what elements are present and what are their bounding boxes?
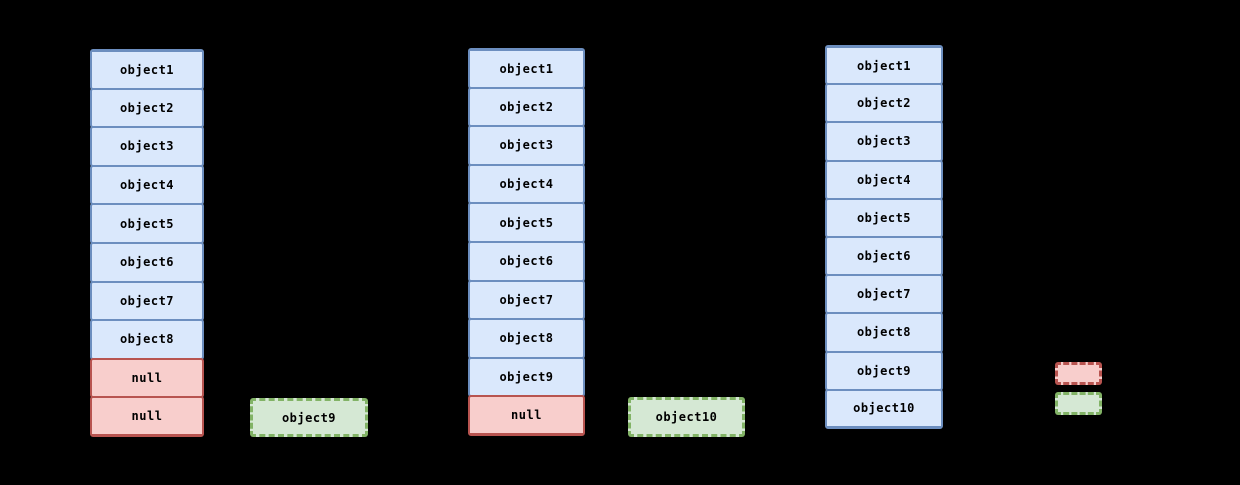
array-cell: object9: [825, 350, 943, 391]
array-cell: object7: [825, 274, 943, 315]
array-cell: object7: [90, 280, 204, 322]
array-cell: object1: [468, 48, 585, 89]
incoming-object-box: object9: [250, 398, 368, 437]
incoming-object-box: object10: [628, 397, 745, 437]
array-cell: object2: [90, 87, 204, 129]
array-cell: object10: [825, 388, 943, 429]
array-cell: object7: [468, 279, 585, 321]
array-cell: null: [90, 357, 204, 399]
array-cell: object6: [468, 240, 585, 282]
array-cell: object3: [90, 126, 204, 167]
array-cell: object1: [90, 49, 204, 90]
array-cell: object5: [468, 202, 585, 243]
array-cell: object2: [825, 83, 943, 124]
array-cell: object8: [825, 312, 943, 353]
array-cell: object6: [825, 235, 943, 277]
array-cell: object9: [468, 356, 585, 398]
array-cell: object3: [825, 121, 943, 162]
array-cell: object2: [468, 86, 585, 128]
array-cell: object6: [90, 241, 204, 283]
array-cell: null: [90, 396, 204, 437]
legend-swatch-empty-slot: [1055, 362, 1102, 385]
array-cell: null: [468, 395, 585, 436]
array-cell: object3: [468, 125, 585, 166]
array-cell: object4: [90, 164, 204, 206]
array-cell: object8: [468, 318, 585, 359]
array-cell: object5: [825, 197, 943, 238]
array-cell: object4: [825, 159, 943, 200]
legend-swatch-incoming-object: [1055, 392, 1102, 415]
array-cell: object5: [90, 203, 204, 244]
array-cell: object1: [825, 45, 943, 86]
array-cell: object4: [468, 163, 585, 205]
array-cell: object8: [90, 319, 204, 360]
